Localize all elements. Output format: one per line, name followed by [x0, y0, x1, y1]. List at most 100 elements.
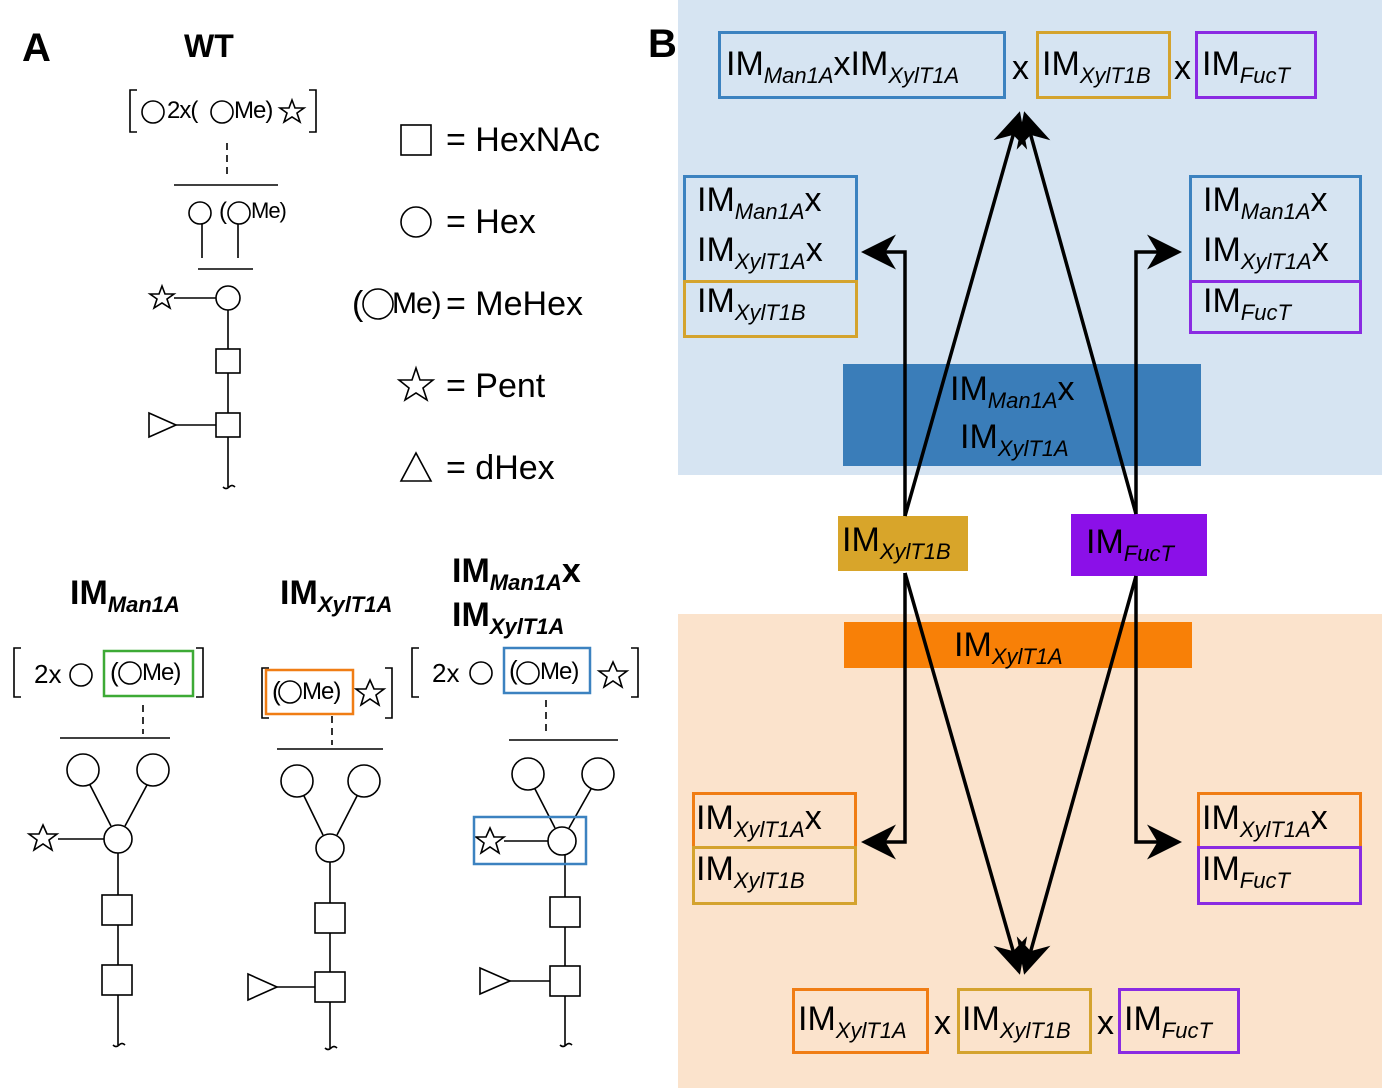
double-me: Me) [540, 658, 579, 685]
rb-line1: IMXylT1Ax [1202, 799, 1328, 842]
rt-line1: IMMan1Ax [1203, 181, 1328, 224]
arrow-fuct-to-bottom [1016, 575, 1138, 975]
star-icon [26, 823, 60, 852]
star-icon [396, 365, 436, 402]
wt-title: WT [184, 28, 234, 64]
panel-a-letter: A [22, 26, 51, 70]
man1a-title: IMMan1A [70, 574, 180, 617]
wt-structure [129, 89, 317, 490]
bottom-xylt1a-label: IMXylT1A [798, 1000, 907, 1043]
fuct-bar [1071, 514, 1207, 576]
star-icon [596, 660, 630, 689]
triangle-icon [148, 411, 178, 439]
man1a-structure [13, 647, 204, 1048]
top-fuct-label: IMFucT [1202, 45, 1290, 88]
arrow-fuct-to-top [1016, 111, 1138, 515]
bottom-xylt1b-box [957, 988, 1092, 1054]
hex-icon [278, 680, 302, 704]
rt-line2: IMXylT1Ax [1203, 231, 1329, 274]
square-icon [101, 894, 133, 926]
lb-orange-box [692, 792, 857, 848]
hex-icon [136, 753, 170, 787]
wt-mehex-paren: ( [219, 198, 227, 225]
hex-icon [581, 757, 615, 791]
double-paren: ( [509, 655, 518, 685]
hex-icon [118, 661, 142, 685]
arrow-xylt1b-to-top [903, 111, 1028, 517]
arrow-xylt1b-to-bottom [903, 572, 1028, 975]
top-xylt1b-box [1036, 31, 1171, 99]
top-fuct-box [1195, 31, 1317, 99]
square-icon [215, 412, 241, 438]
xylt1a-structure [247, 667, 393, 1051]
star-icon [277, 97, 307, 124]
top-x1: x [1012, 49, 1029, 87]
double-structure [411, 647, 639, 1048]
double-title-line1: IMMan1Ax [452, 552, 581, 595]
mid-bar-line2: IMXylT1A [960, 418, 1069, 461]
top-x2: x [1174, 49, 1191, 87]
bottom-fuct-label: IMFucT [1124, 1000, 1212, 1043]
panel-b-letter: B [648, 22, 677, 66]
green-highlight-box [102, 649, 195, 698]
hex-icon [469, 661, 493, 685]
legend-hexnac: = HexNAc [446, 121, 600, 159]
xylt1a-paren: ( [272, 676, 281, 706]
hex-icon [210, 100, 234, 124]
rt-blue-box [1189, 175, 1362, 281]
bottom-xylt1a-box [792, 988, 929, 1054]
mid-bar-line1: IMMan1Ax [950, 370, 1075, 413]
star-icon [473, 826, 507, 855]
hex-icon [66, 753, 100, 787]
fuct-bar-label: IMFucT [1086, 523, 1174, 566]
star-icon [147, 283, 177, 310]
star-icon [353, 678, 387, 707]
xylt1a-bar [844, 622, 1192, 668]
xylt1a-title: IMXylT1A [280, 574, 393, 617]
square-icon [549, 965, 581, 997]
lt-line2: IMXylT1Ax [697, 231, 823, 274]
double-title-line2: IMXylT1A [452, 596, 565, 639]
double-2x: 2x [432, 658, 460, 688]
blue-highlight-box [502, 646, 592, 695]
bottom-x2: x [1097, 1004, 1114, 1042]
hex-icon [280, 764, 314, 798]
lb-gold-box [692, 846, 857, 905]
hex-icon [547, 826, 577, 856]
bottom-xylt1b-label: IMXylT1B [962, 1000, 1071, 1043]
xylt1b-bar [838, 516, 968, 571]
hex-icon [188, 201, 212, 225]
square-icon [101, 964, 133, 996]
orange-highlight-box [264, 668, 355, 716]
legend-mehex: = MeHex [446, 285, 583, 323]
arrow-fuct-to-right-bottom [1134, 576, 1182, 860]
square-icon [215, 348, 241, 374]
wt-me-label: Me) [234, 97, 273, 124]
triangle-icon [399, 451, 433, 482]
lb-line1: IMXylT1Ax [696, 799, 822, 842]
rb-orange-box [1197, 792, 1362, 848]
xylt1a-bar-label: IMXylT1A [954, 626, 1063, 669]
rt-line3: IMFucT [1203, 282, 1291, 325]
top-double-box [718, 31, 1006, 99]
man1a-2x: 2x [34, 659, 62, 689]
lb-line2: IMXylT1B [696, 850, 805, 893]
xylt1b-bar-label: IMXylT1B [842, 521, 951, 564]
orange-region [678, 614, 1382, 1088]
top-xylt1b-label: IMXylT1B [1042, 45, 1151, 88]
man1a-paren: ( [110, 657, 119, 687]
lt-line3: IMXylT1B [697, 282, 806, 325]
triangle-icon [479, 966, 513, 996]
hex-icon [516, 661, 540, 685]
hex-icon [103, 824, 133, 854]
top-double-label: IMMan1AxIMXylT1A [726, 45, 960, 88]
bottom-fuct-box [1118, 988, 1240, 1054]
rb-line2: IMFucT [1202, 850, 1290, 893]
arrow-xylt1b-to-left-top [861, 234, 907, 516]
square-icon [314, 902, 346, 934]
legend-hex: = Hex [446, 203, 536, 241]
lt-line1: IMMan1Ax [697, 181, 822, 224]
legend-icons [362, 124, 436, 482]
circle-icon [400, 206, 432, 238]
